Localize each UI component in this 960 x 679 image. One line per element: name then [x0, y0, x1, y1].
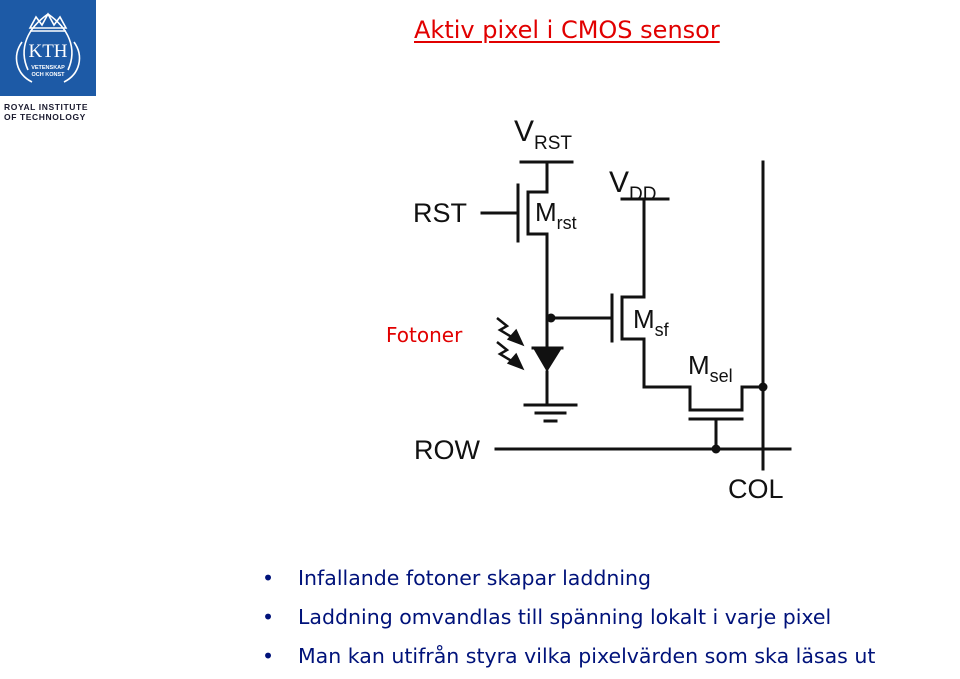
- bullet-text: Infallande fotoner skapar laddning: [298, 566, 652, 590]
- photodiode-icon: [533, 348, 562, 372]
- vrst-label: VRST: [514, 115, 572, 154]
- photon-arrows-icon: [496, 317, 525, 371]
- kth-logo: KTH VETENSKAP OCH KONST: [0, 0, 96, 96]
- col-label: COL: [728, 474, 784, 504]
- msel-label: Msel: [688, 350, 733, 386]
- list-item: • Infallande fotoner skapar laddning: [262, 562, 875, 601]
- kth-emblem-icon: KTH VETENSKAP OCH KONST: [15, 12, 81, 83]
- list-item: • Laddning omvandlas till spänning lokalt…: [262, 601, 875, 640]
- logo-motto-2: OCH KONST: [32, 72, 66, 78]
- list-item: • Man kan utifrån styra vilka pixelvärden…: [262, 640, 875, 679]
- node-dot: [711, 444, 721, 454]
- bullet-list: • Infallande fotoner skapar laddning • Lad…: [262, 562, 875, 679]
- logo-motto-1: VETENSKAP: [31, 65, 65, 71]
- bullet-icon: •: [262, 644, 275, 668]
- aps-circuit-diagram: Fotoner VRST VDD RST Mrst Msf Msel ROW C…: [386, 115, 792, 504]
- photon-label: Fotoner: [386, 323, 463, 347]
- node-dot: [546, 313, 556, 323]
- row-label: ROW: [414, 435, 481, 465]
- page-title: Aktiv pixel i CMOS sensor: [414, 16, 720, 44]
- institute-line-2: OF TECHNOLOGY: [4, 112, 86, 122]
- institute-line-1: ROYAL INSTITUTE: [4, 102, 89, 112]
- bullet-text: Man kan utifrån styra vilka pixelvärden …: [298, 644, 876, 668]
- rst-label: RST: [413, 198, 467, 228]
- bullet-icon: •: [262, 605, 275, 629]
- logo-text: KTH: [28, 41, 67, 62]
- vdd-label: VDD: [609, 166, 656, 205]
- bullet-icon: •: [262, 566, 275, 590]
- node-dot: [758, 382, 768, 392]
- mrst-label: Mrst: [535, 197, 577, 233]
- msf-label: Msf: [633, 304, 670, 340]
- bullet-text: Laddning omvandlas till spänning lokalt …: [298, 605, 832, 629]
